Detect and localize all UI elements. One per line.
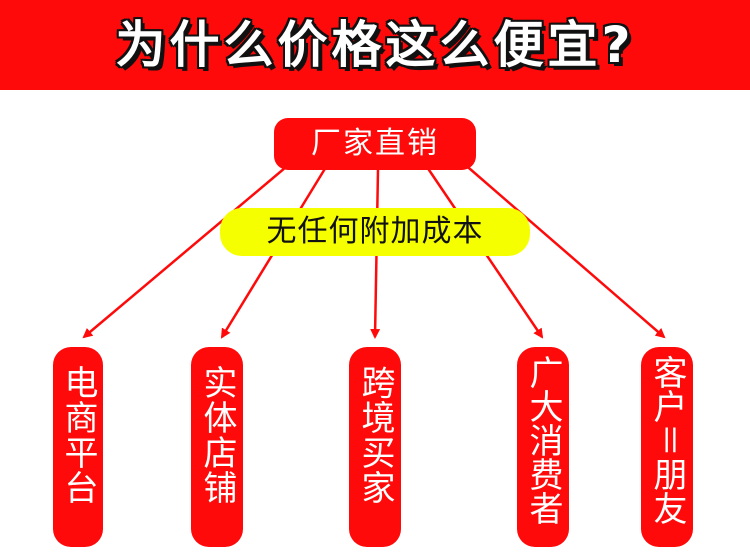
root-node: 厂家直销 [274, 118, 476, 170]
note-label: 无任何附加成本 [220, 208, 530, 256]
leaf-node-cross-border: 跨境买家 [349, 347, 401, 547]
leaf-label: 客户＝朋友 [647, 355, 687, 525]
page-title: 为什么价格这么便宜? [115, 16, 635, 74]
leaf-label: 实体店铺 [197, 365, 237, 505]
title-banner [0, 0, 750, 90]
leaf-label: 广大消费者 [523, 355, 563, 525]
leaf-node-physical-store: 实体店铺 [191, 347, 243, 547]
leaf-label: 跨境买家 [355, 365, 395, 505]
leaf-label: 电商平台 [58, 365, 98, 505]
leaf-node-consumers: 广大消费者 [517, 347, 569, 547]
leaf-node-customers-friends: 客户＝朋友 [641, 347, 693, 547]
leaf-node-ecommerce: 电商平台 [53, 347, 103, 547]
